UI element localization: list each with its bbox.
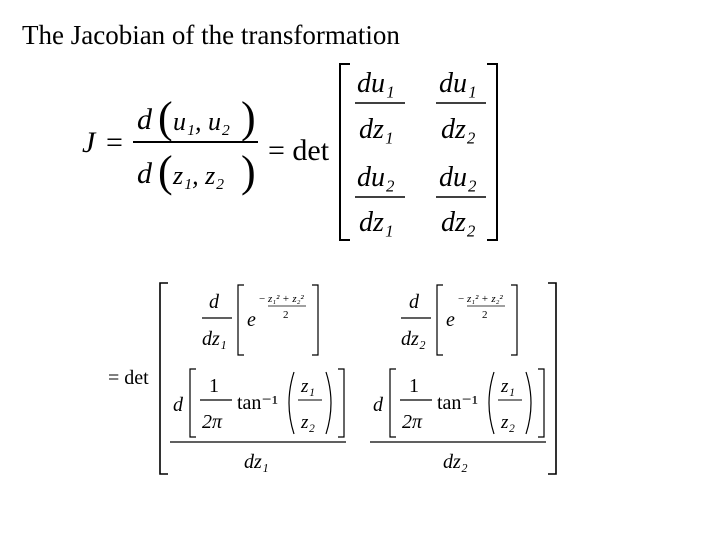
cell-21-den: dz₁ [359, 207, 394, 238]
entry-22-paren-right [525, 371, 532, 435]
cell-12-den: dz₂ [441, 114, 476, 145]
entry-21-bracket-left [189, 368, 196, 438]
entry-12-exponent: z₁² + z₂² [466, 293, 503, 305]
entry-22-arg-num: z₁ [500, 376, 515, 397]
numerator-paren-open: ( [158, 93, 173, 142]
entry-22-bracket-right [538, 368, 545, 438]
entry-21-d: d [173, 394, 184, 416]
numerator-paren-close: ) [241, 93, 256, 142]
matrix-bracket-right [487, 63, 498, 241]
outer-bracket-left [159, 282, 168, 475]
entry-22-tan: tan⁻¹ [437, 392, 478, 414]
cell-22-den: dz₂ [441, 207, 476, 238]
entry-21-den: dz₁ [244, 451, 269, 473]
entry-21-paren-left [288, 371, 295, 435]
jacobian-symbol: J [82, 126, 97, 159]
entry-12-minus: − [458, 293, 464, 305]
entry-12-bracket-left [436, 284, 443, 356]
entry-21-paren-right [325, 371, 332, 435]
equals-det: = det [268, 134, 330, 167]
entry-11-exponent: z₁² + z₂² [267, 293, 304, 305]
entry-22-paren-left [488, 371, 495, 435]
equals-det-2: = det [108, 367, 149, 389]
entry-22-one: 1 [409, 375, 419, 397]
entry-22-arg-den: z₂ [500, 412, 515, 433]
entry-11-base: e [247, 309, 256, 331]
entry-21-bracket-right [338, 368, 345, 438]
equals-sign: = [106, 126, 123, 159]
denominator-paren-open: ( [158, 147, 173, 196]
cell-12-num: du₁ [439, 68, 477, 99]
entry-11-minus: − [259, 293, 265, 305]
entry-22-den: dz₂ [443, 451, 468, 473]
numerator-d: d [137, 103, 153, 136]
outer-bracket-right [548, 282, 557, 475]
equation-jacobian-definition: J = d ( u₁, u₂ ) d ( z₁, z₂ ) = det du₁ … [82, 63, 498, 241]
numerator-args: u₁, u₂ [173, 107, 230, 136]
denominator-args: z₁, z₂ [172, 161, 224, 190]
entry-21-tan: tan⁻¹ [237, 392, 278, 414]
entry-12-exp-den: 2 [482, 309, 488, 321]
equation-expanded-determinant: = det d dz₁ e − z₁² + z₂² 2 d dz₂ e − z₁… [108, 282, 557, 475]
denominator-d: d [137, 157, 153, 190]
entry-22: d 1 2π tan⁻¹ z₁ z₂ dz₂ [370, 368, 546, 473]
entry-22-two-pi: 2π [402, 411, 423, 433]
entry-11-exp-den: 2 [283, 309, 289, 321]
entry-21-two-pi: 2π [202, 411, 223, 433]
cell-11-num: du₁ [357, 68, 395, 99]
entry-21-arg-num: z₁ [300, 376, 315, 397]
entry-12-base: e [446, 309, 455, 331]
entry-12-d: d [409, 291, 420, 313]
entry-11-bracket-left [237, 284, 244, 356]
cell-21-num: du₂ [357, 162, 395, 193]
denominator-paren-close: ) [241, 147, 256, 196]
entry-12-den: dz₂ [401, 328, 426, 350]
entry-22-d: d [373, 394, 384, 416]
entry-21: d 1 2π tan⁻¹ z₁ z₂ dz₁ [170, 368, 346, 473]
entry-11-den: dz₁ [202, 328, 227, 350]
entry-11-d: d [209, 291, 220, 313]
matrix-bracket-left [339, 63, 350, 241]
entry-21-one: 1 [209, 375, 219, 397]
entry-22-bracket-left [389, 368, 396, 438]
entry-12-bracket-right [511, 284, 518, 356]
entry-11-bracket-right [312, 284, 319, 356]
entry-12: d dz₂ e − z₁² + z₂² 2 [401, 284, 518, 356]
slide-title: The Jacobian of the transformation [22, 20, 400, 50]
cell-11-den: dz₁ [359, 114, 394, 145]
entry-21-arg-den: z₂ [300, 412, 315, 433]
entry-11: d dz₁ e − z₁² + z₂² 2 [202, 284, 319, 356]
cell-22-num: du₂ [439, 162, 477, 193]
